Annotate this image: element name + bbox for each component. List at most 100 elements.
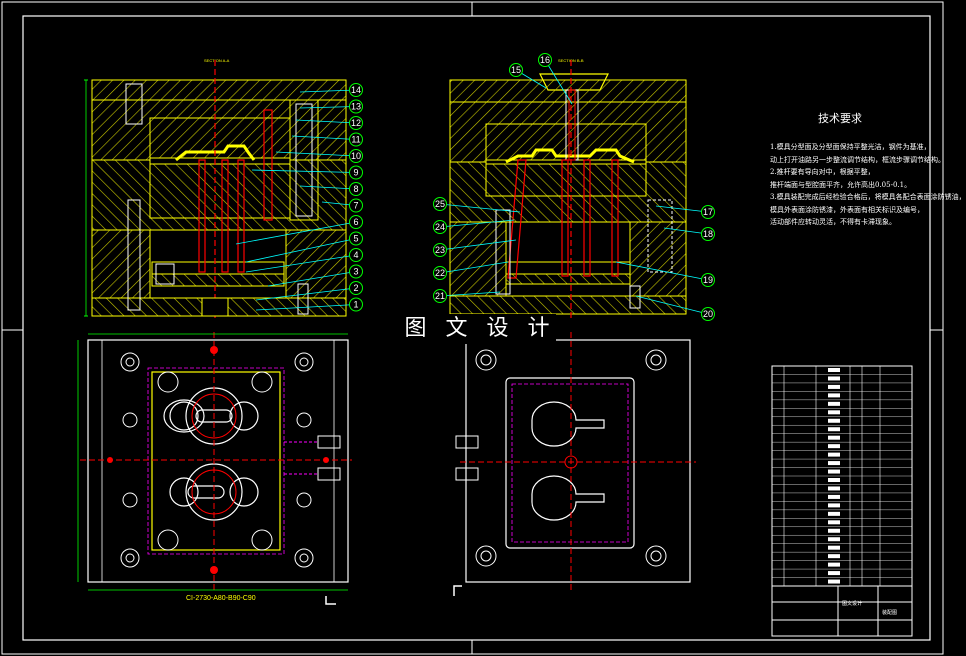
callout-balloon [349,149,363,163]
callout-20: 20 [703,309,713,319]
callout-23: 23 [435,245,445,255]
callout-balloon [349,165,363,180]
callout-leader [291,135,357,140]
tech-requirement-line: 动上打开油路另一步整流调节结构，框流步骤调节结构。 [770,155,945,164]
callout-balloon [349,83,363,97]
title-block-drawing-type: 装配图 [882,609,897,616]
section-view-a: SECTION A-A [84,58,347,320]
section-view-b: SECTION B-B [449,58,687,320]
callout-15: 15 [511,65,521,75]
callout-balloon [701,273,715,287]
bom-cell-mark [828,444,840,449]
tech-requirement-line: 模具外表面涂防锈漆，外表面有相关标识及编号， [770,205,924,214]
callout-balloon [349,281,363,295]
callout-12: 12 [351,118,361,128]
callout-leader [245,254,357,273]
bom-cell-mark [828,435,840,440]
bom-cell-mark [828,511,840,516]
callout-21: 21 [435,291,445,301]
callout-leader [251,169,357,173]
callout-balloon [349,231,363,246]
tech-requirements-title: 技术要求 [818,112,862,125]
plan-view-moving-half: CI-2730-A80-B90-C90 [77,332,352,605]
callout-balloon [349,215,363,229]
bom-cell-mark [828,537,840,542]
tech-requirement-line: 1.模具分型面及分型面保持平整光洁，钢件为基准， [770,143,931,151]
callout-balloon [538,53,552,67]
callout-3: 3 [353,267,358,277]
callout-6: 6 [353,217,358,227]
drawing-title: 图 文 设 计 [404,314,556,344]
callout-24: 24 [435,222,445,232]
callout-18: 18 [703,229,713,239]
bom-cell-mark [828,562,840,567]
callout-17: 17 [703,207,713,217]
callout-leader [299,89,357,93]
bom-cell-mark [828,393,840,398]
callout-balloon [433,197,447,211]
bom-cell-mark [828,452,840,457]
callout-leader [544,59,573,105]
callout-14: 14 [351,85,361,95]
callout-leader [635,295,709,315]
bom-cell-mark [828,418,840,423]
callout-balloon [349,264,363,279]
title-block-name: 图文设计 [842,600,862,607]
callout-5: 5 [353,234,358,244]
mold-assembly-drawing: SECTION A-A [1,1,944,655]
callout-11: 11 [351,135,360,145]
callout-13: 13 [351,102,361,112]
bom-cell-mark [828,478,840,482]
bom-cell-mark [828,427,840,432]
callout-leader [245,238,357,263]
bom-cell-mark [828,494,840,499]
bom-cell-mark [828,571,840,576]
callout-25: 25 [435,199,445,209]
bom-cell-mark [828,579,840,584]
callout-8: 8 [353,184,358,194]
callout-7: 7 [353,201,358,211]
callout-leader [615,261,709,281]
bom-cell-mark [828,469,840,474]
callout-leader [655,205,709,213]
plan-view-fixed-half [453,332,696,596]
plan-dimension-label: CI-2730-A80-B90-C90 [186,595,256,602]
callout-balloon [433,266,447,280]
bom-cell-mark [828,486,840,491]
callout-leader [439,261,509,274]
callout-balloon [349,297,363,312]
callout-leader [663,227,709,235]
bom-cell-mark [828,368,840,372]
callout-balloon [509,63,523,77]
tech-requirement-line: 2.推杆要有导向对中，根据平整， [770,168,875,176]
callout-leader [295,119,357,124]
bom-cell-mark [828,376,840,381]
callout-balloon [349,99,363,114]
bom-cell-mark [828,461,840,466]
callout-leader [255,287,357,301]
callout-balloon [433,220,447,234]
callout-balloon [349,198,363,213]
callout-leader [255,304,357,311]
callout-leader [235,221,357,245]
callout-leader [299,106,357,109]
callout-balloon [701,227,715,241]
callout-19: 19 [703,275,713,285]
callout-balloon [349,182,363,196]
tech-requirement-line: 活动部件应转动灵活，不得有卡滞现象。 [770,218,896,226]
bom-cell-mark [828,384,840,389]
callout-leader [299,185,357,190]
callout-16: 16 [540,55,550,65]
title-block: 图文设计 装配图 [771,365,913,637]
bom-cell-mark [828,503,840,508]
tech-requirement-line: 3.模具装配完成后经检验合格后，将模具各配合表面涂防锈油， [770,193,966,201]
bom-cell-mark [828,528,840,533]
callout-balloon [701,205,715,219]
callout-leader [275,151,357,157]
callout-balloon [433,289,447,303]
callout-leader [267,271,357,287]
callout-10: 10 [351,151,361,161]
bom-cell-mark [828,520,840,525]
